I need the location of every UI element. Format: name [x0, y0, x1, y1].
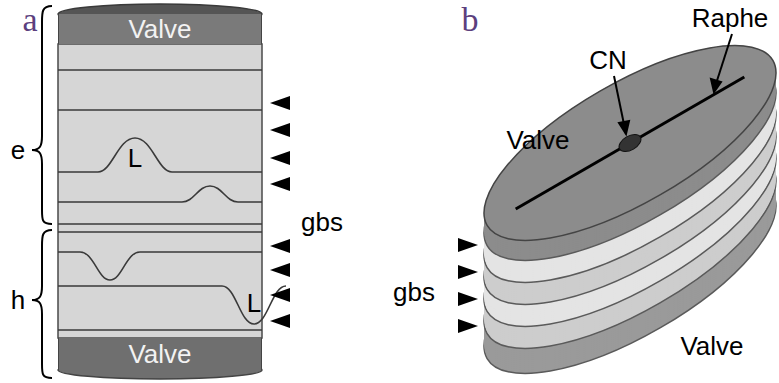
panel-letter: a [22, 3, 37, 37]
frustule-valve-view [457, 9, 779, 383]
valve-face [457, 9, 779, 278]
arrowhead [458, 238, 478, 252]
central-nodule [616, 131, 644, 155]
layer-slice [457, 9, 779, 278]
raphe-label: Raphe [692, 5, 769, 31]
band-edge [58, 231, 262, 233]
arrowhead [270, 239, 290, 253]
arrowhead [458, 292, 478, 306]
valve-label: Valve [506, 127, 569, 153]
arrowhead [270, 151, 290, 165]
band-edge-ligula [58, 186, 262, 202]
epitheca-bracket [32, 6, 52, 224]
arrowhead [711, 79, 721, 92]
theca-label: h [11, 287, 25, 313]
arrowhead [619, 121, 629, 134]
valve-label: Valve [128, 16, 191, 42]
arrowhead [270, 177, 290, 191]
band-edge-ligula [58, 286, 286, 324]
band-edge [58, 329, 262, 331]
valve-band: Valve [58, 14, 262, 44]
arrowhead [458, 319, 478, 333]
theca-label: e [11, 137, 25, 163]
girdle-band-edges [58, 70, 286, 330]
arrowhead [270, 288, 290, 302]
arrowhead [458, 265, 478, 279]
valve-label: Valve [128, 341, 191, 367]
arrowhead [270, 96, 290, 110]
central-nodule-label: CN [589, 47, 627, 73]
gbs-arrowheads [458, 238, 478, 333]
band-edge [58, 223, 262, 225]
brackets [32, 6, 52, 378]
girdle-bands-label: gbs [301, 209, 343, 235]
arrowhead [270, 123, 290, 137]
hypotheca-bracket [32, 230, 52, 378]
ligula-label: L [128, 145, 142, 171]
ligula-label: L [247, 290, 261, 316]
leader-lines [614, 34, 732, 134]
gbs-arrowheads [270, 96, 290, 328]
band-edge-ligula [58, 252, 262, 280]
frustule-side-view [32, 4, 290, 379]
arrowhead [270, 263, 290, 277]
panel-letter: b [462, 3, 479, 37]
girdle-bands-label: gbs [393, 279, 435, 305]
band-edge-ligula [58, 138, 262, 172]
band-edge [58, 109, 262, 111]
band-edge [58, 69, 262, 71]
valve-band: Valve [58, 338, 262, 370]
valve-label: Valve [680, 333, 743, 359]
arrowhead [270, 314, 290, 328]
